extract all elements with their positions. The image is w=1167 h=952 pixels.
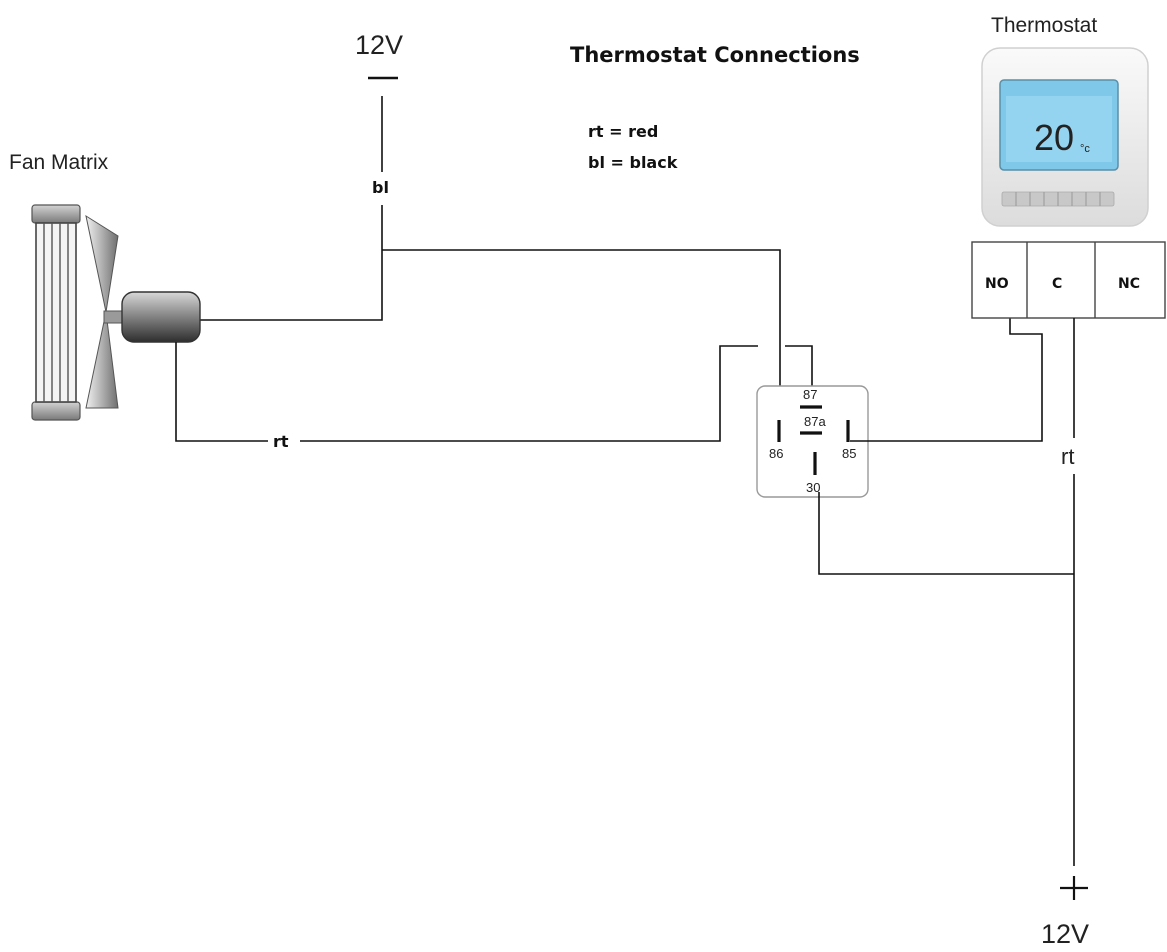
terminal-c-label: C	[1052, 276, 1062, 292]
thermostat-device: 20 °c	[981, 47, 1149, 227]
relay-pin-86-label: 86	[769, 446, 783, 461]
thermostat-terminal-block: NO C NC	[971, 241, 1166, 319]
wire-relay-85-to-thermostat-no	[850, 318, 1043, 442]
thermostat-label: Thermostat	[991, 14, 1097, 37]
wire-bl-label: bl	[372, 178, 389, 197]
terminal-no-label: NO	[985, 276, 1009, 292]
terminal-nc-label: NC	[1118, 276, 1140, 292]
relay-pin-87a-label: 87a	[804, 414, 826, 429]
radiator-frame	[35, 222, 77, 403]
wire-relay-30-to-supply	[818, 492, 1074, 575]
wire-rt-fan-to-relay	[175, 342, 268, 442]
wire-rt-fan-label: rt	[273, 432, 289, 451]
wire-bl-supply-to-relay-86	[382, 249, 781, 445]
thermostat-screen-inner	[1006, 96, 1112, 162]
wire-rt-fan-to-relay-87	[300, 345, 758, 442]
terminal-block-frame	[971, 241, 1166, 319]
radiator-bottom-cap	[31, 401, 81, 421]
thermostat-temperature: 20	[1034, 117, 1074, 158]
relay-pin-30-label: 30	[806, 480, 820, 495]
wire-relay-87-lead	[785, 345, 813, 404]
fan-blade-upper	[85, 214, 119, 313]
thermostat-unit: °c	[1080, 143, 1090, 155]
relay-pin-87-label: 87	[803, 387, 817, 402]
relay: 87 87a 86 85 30	[756, 385, 869, 498]
legend-rt: rt = red	[588, 122, 658, 141]
wire-bl-supply-to-fan	[200, 205, 383, 321]
supply-top-label: 12V	[355, 30, 403, 60]
legend-bl: bl = black	[588, 153, 678, 172]
fan-matrix-label: Fan Matrix	[9, 151, 109, 174]
supply-bottom-label: 12V	[1041, 919, 1089, 949]
fan-motor	[121, 291, 201, 343]
fan-matrix	[31, 204, 201, 421]
wire-rt-supply-label: rt	[1061, 444, 1074, 469]
fan-blade-lower	[85, 311, 119, 409]
radiator-top-cap	[31, 204, 81, 224]
diagram-title: Thermostat Connections	[570, 43, 860, 67]
relay-pin-85-label: 85	[842, 446, 856, 461]
